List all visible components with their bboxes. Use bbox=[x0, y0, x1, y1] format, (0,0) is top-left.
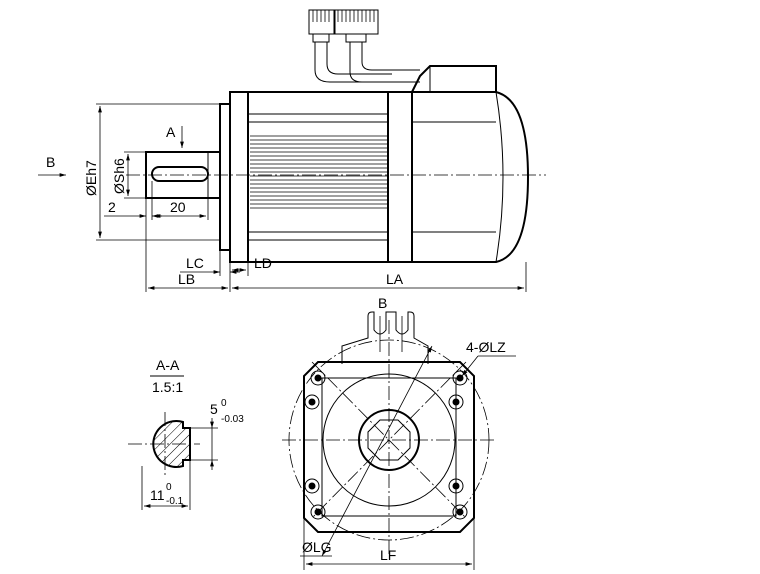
key-width-label: 5 bbox=[210, 401, 218, 417]
section-scale: 1.5:1 bbox=[152, 379, 183, 395]
section-arrow-a-label: A bbox=[166, 124, 176, 140]
flange bbox=[229, 91, 249, 263]
dim-ld-label: LD bbox=[254, 255, 272, 271]
front-view: B 4-ØLZ bbox=[282, 295, 516, 570]
dim-e-label: ØEh7 bbox=[83, 160, 99, 196]
motor-body bbox=[247, 91, 389, 263]
encoder-housing bbox=[411, 91, 530, 263]
connector-cables bbox=[314, 42, 420, 83]
cooling-fins bbox=[248, 113, 388, 241]
holes-leader bbox=[461, 355, 479, 377]
holes-label: 4-ØLZ bbox=[466, 339, 506, 355]
connector-box bbox=[411, 65, 497, 93]
key-depth-lower: -0.1 bbox=[166, 496, 184, 507]
shaft-keyway bbox=[151, 166, 209, 182]
pilot-boss bbox=[219, 103, 231, 251]
dim-lf-label: LF bbox=[380, 547, 396, 563]
section-aa: A-A 1.5:1 5 0 -0.03 11 0 -0.1 bbox=[128, 357, 244, 510]
dim-2-label: 2 bbox=[108, 199, 116, 215]
dim-la-label: LA bbox=[386, 271, 404, 287]
dim-s-label: ØSh6 bbox=[111, 158, 127, 194]
key-width-lower: -0.03 bbox=[221, 414, 244, 425]
section-title: A-A bbox=[156, 357, 180, 373]
key-width-upper: 0 bbox=[221, 398, 227, 409]
dim-lb-label: LB bbox=[178, 271, 195, 287]
dim-20-label: 20 bbox=[170, 199, 186, 215]
square-flange bbox=[303, 361, 475, 533]
connector-plugs bbox=[308, 9, 379, 43]
key-depth-label: 11 bbox=[150, 487, 165, 503]
lg-label: ØLG bbox=[302, 539, 332, 555]
front-connector bbox=[341, 311, 429, 364]
side-view: B A ØEh7 ØSh6 2 20 LC LD LB bbox=[38, 9, 546, 292]
shaft-section bbox=[152, 420, 191, 468]
front-view-title: B bbox=[378, 295, 387, 311]
lg-leader bbox=[321, 345, 433, 557]
mounting-holes bbox=[304, 370, 468, 520]
key-depth-upper: 0 bbox=[166, 482, 172, 493]
housing-band bbox=[387, 91, 413, 263]
dim-lc-label: LC bbox=[186, 255, 204, 271]
view-arrow-b-label: B bbox=[46, 154, 55, 170]
